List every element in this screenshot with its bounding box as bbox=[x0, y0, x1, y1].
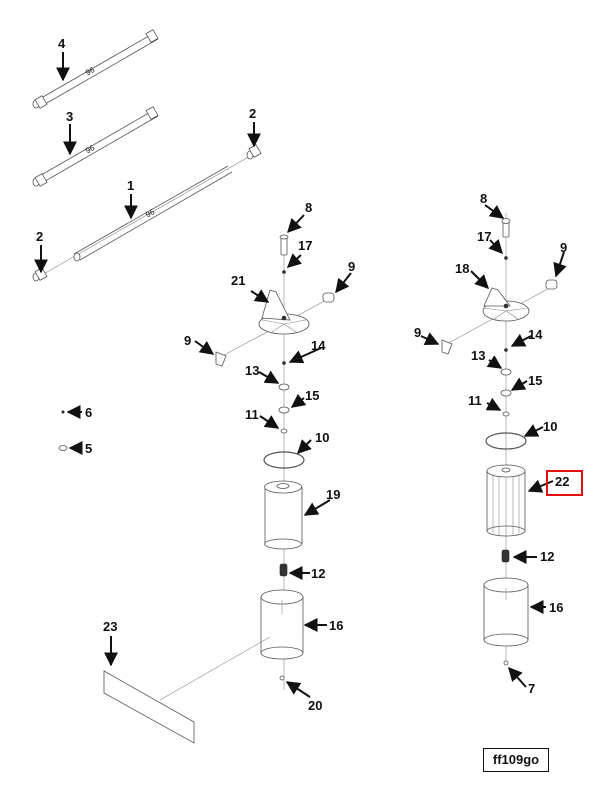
callout-5: 5 bbox=[85, 441, 92, 456]
callout-7: 7 bbox=[528, 681, 535, 696]
elbow-fitting-part-9[interactable] bbox=[215, 351, 227, 367]
filter-head-part-18[interactable] bbox=[482, 287, 530, 322]
filter-bowl-part-16[interactable] bbox=[260, 589, 304, 660]
filter-bowl-part-16[interactable] bbox=[483, 577, 529, 647]
callout-16: 16 bbox=[329, 618, 343, 633]
callout-8: 8 bbox=[480, 191, 487, 206]
callout-22: 22 bbox=[555, 474, 569, 489]
gasket-part-10[interactable] bbox=[485, 432, 527, 450]
spring-part-12[interactable] bbox=[501, 549, 510, 563]
washer-part-17[interactable] bbox=[282, 270, 286, 274]
callout-1: 1 bbox=[127, 178, 134, 193]
callout-6: 6 bbox=[85, 405, 92, 420]
spring-part-12[interactable] bbox=[279, 563, 288, 577]
callout-14: 14 bbox=[528, 327, 543, 342]
callout-9: 9 bbox=[414, 325, 421, 340]
callout-4: 4 bbox=[58, 36, 66, 51]
callout-9: 9 bbox=[348, 259, 355, 274]
o-ring-part-14[interactable] bbox=[504, 348, 508, 352]
filter-element-part-19[interactable] bbox=[264, 480, 303, 550]
drain-plug-part-20[interactable] bbox=[279, 675, 285, 681]
callout-10: 10 bbox=[315, 430, 329, 445]
o-ring-part-11[interactable] bbox=[502, 411, 510, 417]
seal-part-13[interactable] bbox=[500, 368, 512, 376]
callout-15: 15 bbox=[528, 373, 542, 388]
end-fitting-part-2[interactable] bbox=[32, 267, 48, 282]
callout-17: 17 bbox=[298, 238, 312, 253]
callout-11: 11 bbox=[245, 407, 259, 422]
callout-2: 2 bbox=[36, 229, 43, 244]
bolt-part-8[interactable] bbox=[501, 218, 511, 238]
leader-arrows bbox=[34, 52, 567, 698]
elbow-fitting-part-9[interactable] bbox=[441, 339, 453, 355]
callout-9: 9 bbox=[560, 240, 567, 255]
callout-21: 21 bbox=[231, 273, 245, 288]
callout-8: 8 bbox=[305, 200, 312, 215]
drain-plug-part-7[interactable] bbox=[503, 660, 509, 666]
washer-part-6[interactable] bbox=[61, 410, 65, 414]
figure-reference-code: ff109go bbox=[483, 748, 549, 772]
callout-19: 19 bbox=[326, 487, 340, 502]
washer-part-15[interactable] bbox=[500, 389, 512, 397]
elbow-fitting-part-9[interactable] bbox=[322, 292, 335, 303]
callout-16: 16 bbox=[549, 600, 563, 615]
callout-12: 12 bbox=[311, 566, 325, 581]
callout-20: 20 bbox=[308, 698, 322, 713]
tube-marking: 96 bbox=[84, 143, 97, 156]
o-ring-part-11[interactable] bbox=[280, 428, 288, 434]
washer-part-15[interactable] bbox=[278, 406, 290, 414]
tube-marking: 96 bbox=[144, 207, 157, 220]
bolt-part-8[interactable] bbox=[279, 234, 289, 256]
callout-18: 18 bbox=[455, 261, 469, 276]
callout-17: 17 bbox=[477, 229, 491, 244]
filter-element-part-22[interactable] bbox=[486, 464, 526, 537]
washer-part-5[interactable] bbox=[58, 445, 68, 451]
callout-23: 23 bbox=[103, 619, 117, 634]
callout-12: 12 bbox=[540, 549, 554, 564]
highlight-box-part-22 bbox=[546, 470, 583, 496]
elbow-fitting-part-9[interactable] bbox=[545, 279, 558, 290]
gasket-part-10[interactable] bbox=[263, 451, 305, 469]
end-fitting-part-2[interactable] bbox=[246, 144, 262, 160]
o-ring-part-14[interactable] bbox=[282, 361, 286, 365]
tube-part-1[interactable]: 96 bbox=[39, 154, 253, 277]
callout-13: 13 bbox=[245, 363, 259, 378]
tube-part-4[interactable]: 96 bbox=[32, 29, 159, 109]
callout-13: 13 bbox=[471, 348, 485, 363]
washer-part-17[interactable] bbox=[504, 256, 508, 260]
callout-10: 10 bbox=[543, 419, 557, 434]
tube-part-3[interactable]: 96 bbox=[32, 106, 159, 187]
callout-3: 3 bbox=[66, 109, 73, 124]
callout-2: 2 bbox=[249, 106, 256, 121]
label-part-23[interactable] bbox=[103, 670, 195, 744]
callout-11: 11 bbox=[468, 393, 482, 408]
callout-9: 9 bbox=[184, 333, 191, 348]
callout-14: 14 bbox=[311, 338, 326, 353]
seal-part-13[interactable] bbox=[278, 383, 290, 391]
callout-15: 15 bbox=[305, 388, 319, 403]
